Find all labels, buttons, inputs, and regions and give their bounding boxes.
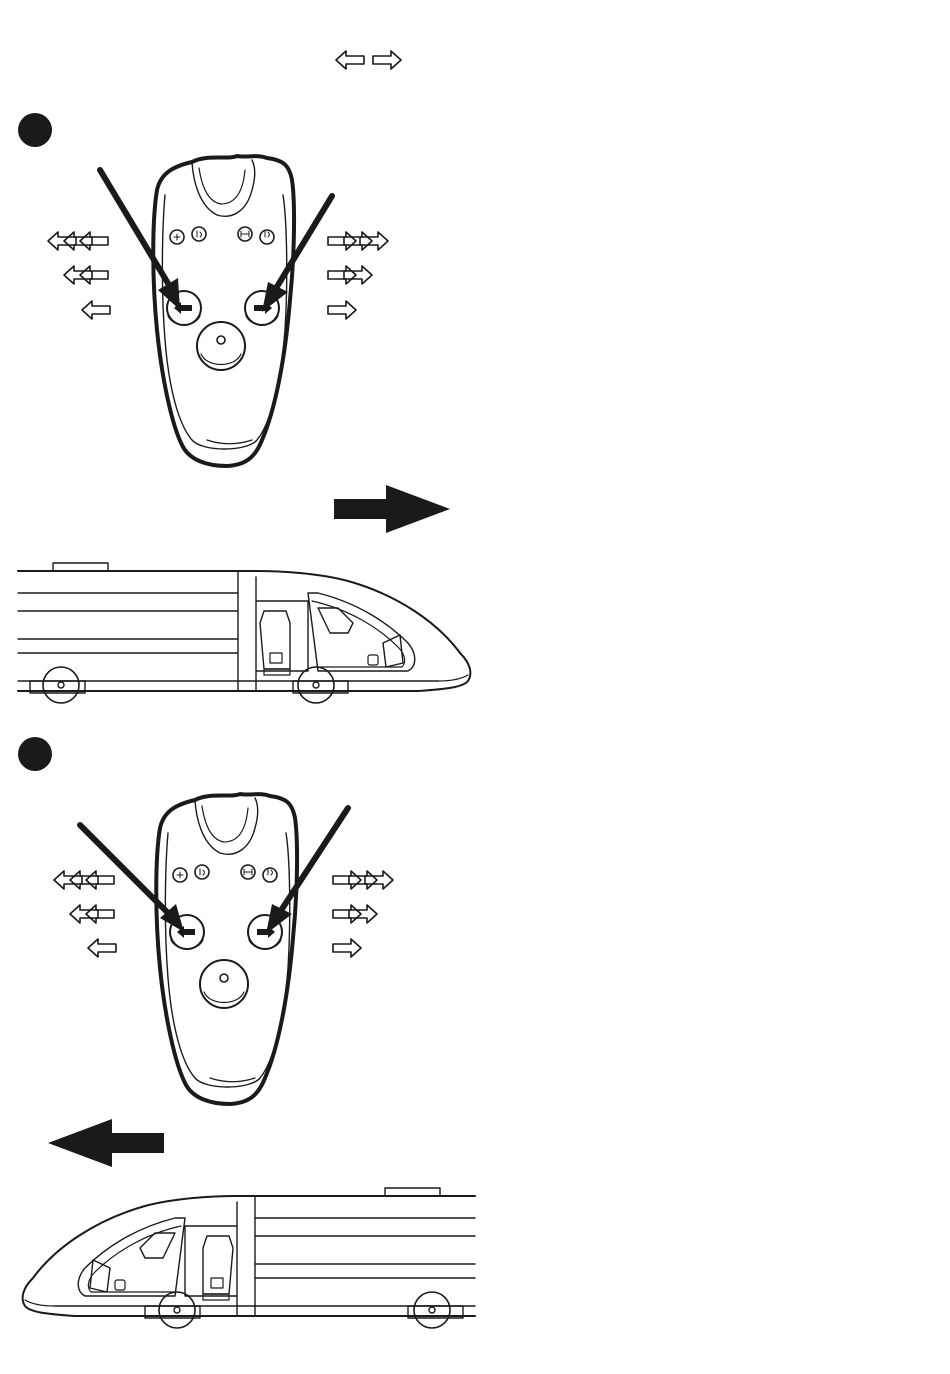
step-1-badge [18, 113, 52, 147]
press-pointer-left [100, 170, 180, 310]
step-1-group [18, 113, 470, 703]
speed-right-arrows [333, 871, 393, 957]
step-2-badge [18, 737, 52, 771]
press-pointer-right [262, 196, 332, 312]
train-heading-left [23, 1188, 475, 1328]
remote-control [156, 794, 297, 1104]
step-2-group [18, 737, 475, 1328]
press-pointer-left [80, 825, 184, 932]
speed-left-arrows [54, 871, 116, 957]
speed-left-arrows [48, 232, 110, 319]
direction-arrow-left [48, 1119, 164, 1167]
press-pointer-right [266, 808, 348, 934]
speed-right-arrows [328, 232, 388, 319]
train-heading-right [18, 563, 470, 703]
remote-control [153, 156, 294, 466]
legend-arrow-left-icon [336, 51, 364, 69]
legend-arrow-right-icon [373, 51, 401, 69]
direction-arrow-right [334, 485, 450, 533]
